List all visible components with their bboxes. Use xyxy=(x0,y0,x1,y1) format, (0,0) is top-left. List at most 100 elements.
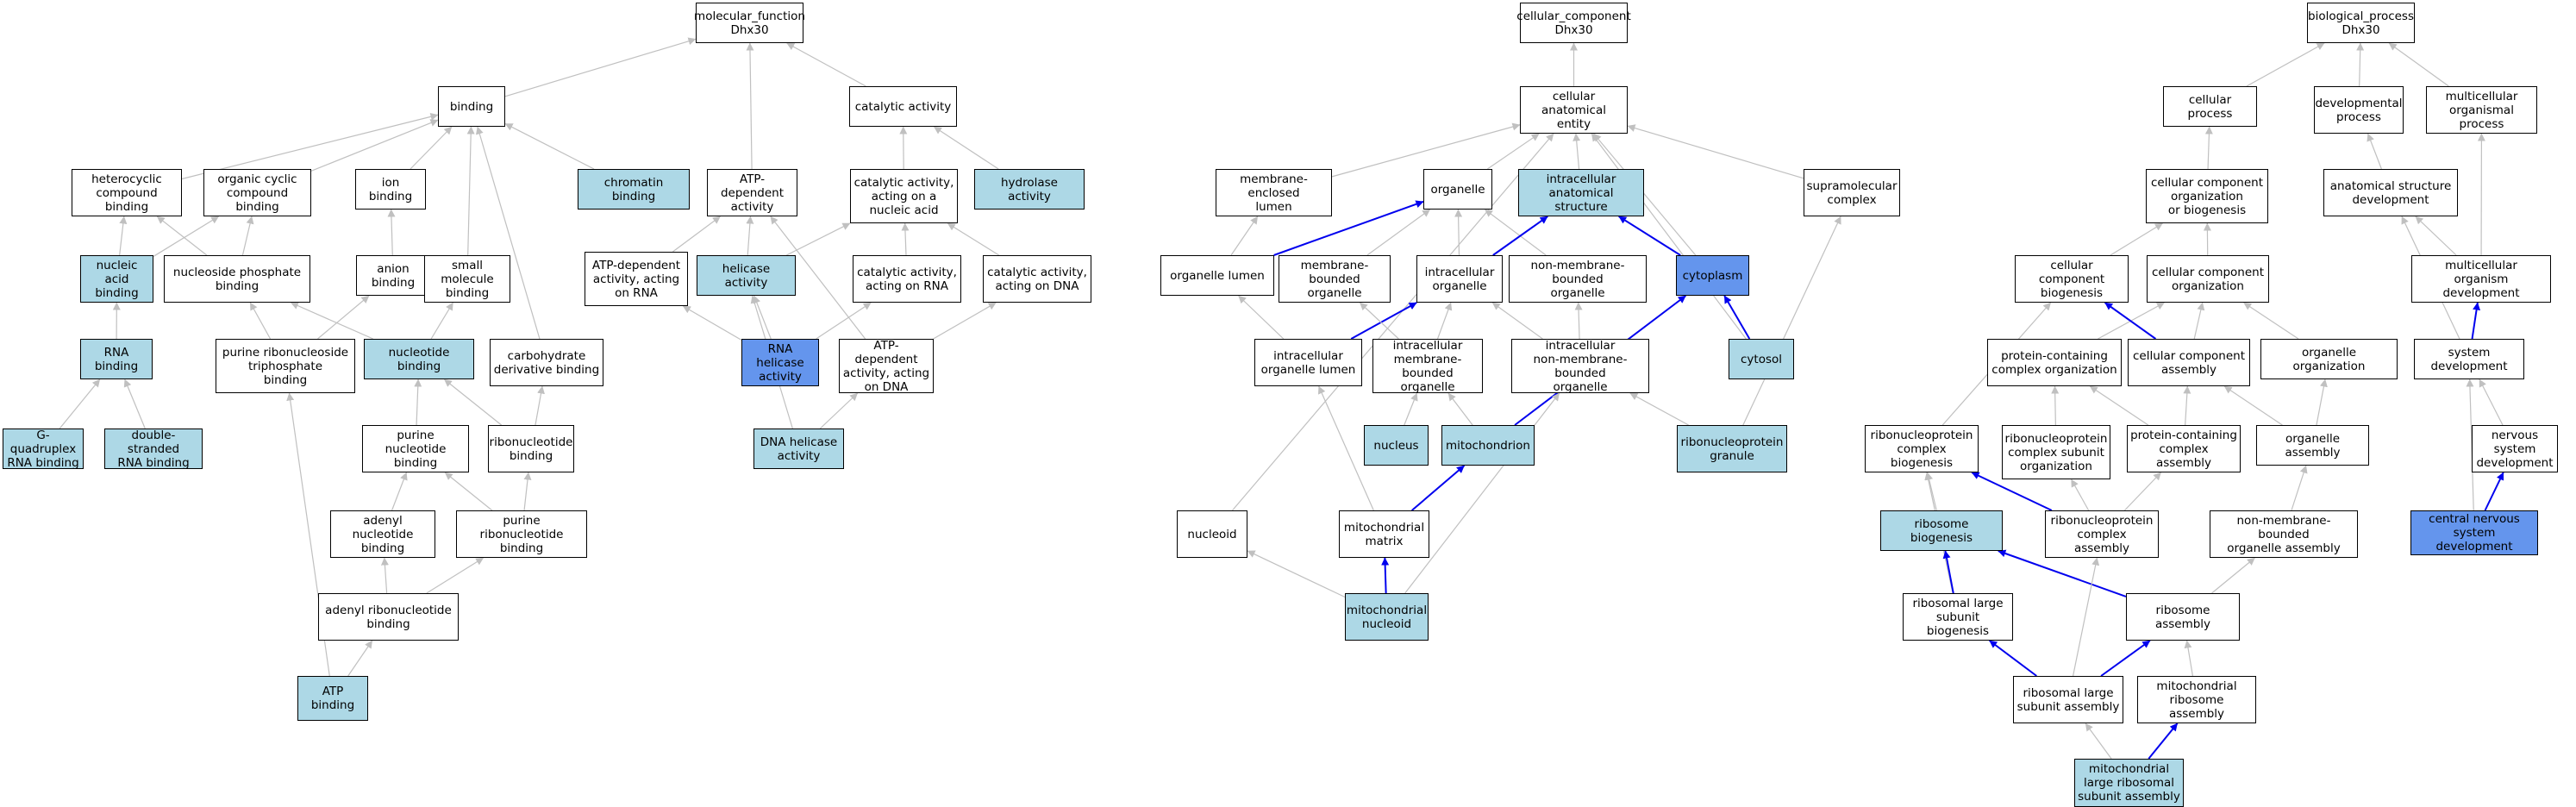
edge-intra_mem_org-to-mem_bounded xyxy=(1359,302,1399,340)
edge-mito_ribo_asm-to-ribo_asm xyxy=(2184,640,2194,677)
node-small-mol: small molecule binding xyxy=(424,255,510,303)
edge-cytoplasm-to-intra_anat xyxy=(1618,216,1681,256)
node-nucleus: nucleus xyxy=(1364,425,1429,466)
node-rls-bio: ribosomal large subunit biogenesis xyxy=(1903,593,2013,641)
edge-helicase-to-atp_dep xyxy=(746,216,754,256)
edge-dna_helicase-to-atp_dep_dna xyxy=(819,392,859,429)
node-atp-binding: ATP binding xyxy=(297,676,368,721)
node-binding: binding xyxy=(438,86,505,127)
node-mito-ribo-asm: mitochondrial ribosome assembly xyxy=(2137,676,2256,723)
node-heterocyclic: heterocyclic compound binding xyxy=(72,169,182,216)
edge-atp_dep-to-mf_root xyxy=(746,42,754,170)
edge-rls_asm-to-rls_bio xyxy=(1989,640,2037,677)
node-cc-biogenesis: cellular component biogenesis xyxy=(2015,255,2129,303)
node-rnp-bio: ribonucleoprotein complex biogenesis xyxy=(1865,425,1979,472)
node-cell-proc: cellular process xyxy=(2163,86,2257,127)
edge-hydrolase-to-catalytic xyxy=(933,126,999,170)
node-multi-proc: multicellular organismal process xyxy=(2426,86,2537,134)
edge-nonmem_asm-to-organelle_asm xyxy=(2291,465,2308,511)
node-purine-nt: purine nucleotide binding xyxy=(362,425,469,472)
node-dsrna: double-stranded RNA binding xyxy=(104,429,203,470)
node-pc-assembly: protein-containing complex assembly xyxy=(2127,425,2241,472)
node-mitochondrion: mitochondrion xyxy=(1441,425,1535,466)
edge-organic_cyclic-to-binding xyxy=(310,119,439,172)
edge-rls_asm-to-rnp_asm xyxy=(2072,557,2100,677)
node-nucleotide: nucleotide binding xyxy=(364,339,474,379)
edge-mitochondrion-to-intra_mem_org xyxy=(1447,392,1473,426)
edge-nucleotide-to-nucleoside_phos xyxy=(290,302,373,340)
edge-ion_binding-to-binding xyxy=(410,126,453,170)
node-helicase: helicase activity xyxy=(697,255,796,296)
node-intra-org-lumen: intracellular organelle lumen xyxy=(1254,339,1362,386)
node-atp-dep-rna: ATP-dependent activity, acting on RNA xyxy=(585,252,688,306)
edge-multi_org_dev-to-anat_dev xyxy=(2415,216,2457,256)
edge-organelle-to-cae xyxy=(1487,133,1540,170)
node-hydrolase: hydrolase activity xyxy=(974,169,1085,210)
edge-ribo_bio-to-rnp_bio xyxy=(1925,472,1937,511)
edge-ribonucleotide-to-carbohydrate xyxy=(535,385,545,426)
node-anion: anion binding xyxy=(356,255,430,296)
node-mito-nucleoid: mitochondrial nucleoid xyxy=(1345,593,1429,641)
edge-pc_assembly-to-cc_assembly xyxy=(2183,385,2191,426)
node-organelle-org: organelle organization xyxy=(2260,339,2398,379)
node-dev-proc: developmental process xyxy=(2314,86,2404,134)
node-intra-anat: intracellular anatomical structure xyxy=(1518,169,1644,216)
node-organelle: organelle xyxy=(1423,169,1492,210)
node-purine-ribont: purine ribonucleotide binding xyxy=(456,510,587,558)
edge-rnp_granule-to-supramol xyxy=(1742,216,1841,426)
edge-purine_ribont-to-purine_nt xyxy=(444,472,493,511)
edge-nervous_dev-to-sys_dev xyxy=(2479,378,2504,426)
node-nucleic-acid: nucleic acid binding xyxy=(80,255,153,303)
node-ribo-asm: ribosome assembly xyxy=(2126,593,2240,641)
edge-cytoplasm-to-cae xyxy=(1593,133,1697,256)
edge-purine_ribont-to-ribonucleotide xyxy=(523,472,532,511)
edge-cytosol-to-cytoplasm xyxy=(1723,295,1751,340)
node-catalytic: catalytic activity xyxy=(849,86,957,127)
edge-mito_rls_asm-to-mito_ribo_asm xyxy=(2148,723,2179,760)
node-atp-dep-dna: ATP-dependent activity, acting on DNA xyxy=(839,339,934,394)
node-pc-org: protein-containing complex organization xyxy=(1987,339,2122,386)
edge-rna_helicase-to-atp_dep_rna xyxy=(682,305,742,341)
node-rls-asm: ribosomal large subunit assembly xyxy=(2013,676,2123,723)
node-adenyl-ribont: adenyl ribonucleotide binding xyxy=(318,593,459,641)
edge-carbohydrate-to-binding xyxy=(475,126,541,340)
node-multi-org-dev: multicellular organism development xyxy=(2411,255,2551,303)
node-mito-rls-asm: mitochondrial large ribosomal subunit as… xyxy=(2074,759,2184,807)
edge-rnp_asm-to-rnp_bio xyxy=(1971,472,2053,511)
edge-nucleotide-to-small_mol xyxy=(430,302,453,340)
edge-cns_dev-to-nervous_dev xyxy=(2484,472,2504,511)
edge-atp_binding-to-adenyl_ribont xyxy=(347,640,373,677)
edge-non_mem-to-organelle xyxy=(1485,209,1547,256)
edge-catalytic-to-mf_root xyxy=(786,42,866,87)
node-mem-bounded: membrane-bounded organelle xyxy=(1279,255,1391,303)
node-cat-dna: catalytic activity, acting on DNA xyxy=(983,255,1091,303)
edge-intra_mem_org-to-intra_org xyxy=(1436,302,1453,340)
node-cytosol: cytosol xyxy=(1729,339,1794,379)
node-nervous-dev: nervous system development xyxy=(2472,425,2558,472)
edge-rnp_subunit-to-pc_org xyxy=(2051,385,2060,426)
edge-organelle_asm-to-organelle_org xyxy=(2316,378,2328,426)
edge-heterocyclic-to-binding xyxy=(181,112,439,180)
edge-intra_org_lumen-to-organelle_lumen xyxy=(1238,295,1285,340)
edge-small_mol-to-binding xyxy=(466,126,475,256)
node-carbohydrate: carbohydrate derivative binding xyxy=(490,339,603,386)
edge-nucleoside_phos-to-heterocyclic xyxy=(156,216,208,256)
node-atp-dep: ATP-dependent activity xyxy=(707,169,797,216)
node-ribonucleotide: ribonucleotide binding xyxy=(488,425,574,472)
edge-atp_dep_dna-to-cat_dna xyxy=(933,302,997,340)
node-organelle-lumen: organelle lumen xyxy=(1160,255,1274,296)
edge-ribo_asm-to-ribo_bio xyxy=(1998,549,2127,597)
edge-helicase-to-cat_nucleic xyxy=(785,222,851,256)
node-cc-organization: cellular component organization xyxy=(2147,255,2269,303)
edge-rnp_asm-to-rnp_subunit xyxy=(2071,479,2090,511)
node-rnp-asm: ribonucleoprotein complex assembly xyxy=(2045,510,2159,558)
node-cat-nucleic: catalytic activity, acting on a nucleic … xyxy=(850,169,958,223)
edge-cat_dna-to-cat_nucleic xyxy=(947,222,1000,256)
node-dna-helicase: DNA helicase activity xyxy=(753,429,844,469)
edge-intra_anat-to-cae xyxy=(1572,133,1581,170)
node-non-mem: non-membrane-bounded organelle xyxy=(1509,255,1647,303)
node-rna-helicase: RNA helicase activity xyxy=(741,339,819,386)
node-ribo-bio: ribosome biogenesis xyxy=(1880,510,2003,551)
edge-mito_nucleoid-to-intra_nonmem_org xyxy=(1404,392,1560,594)
edge-rnp_asm-to-pc_assembly xyxy=(2123,472,2162,511)
